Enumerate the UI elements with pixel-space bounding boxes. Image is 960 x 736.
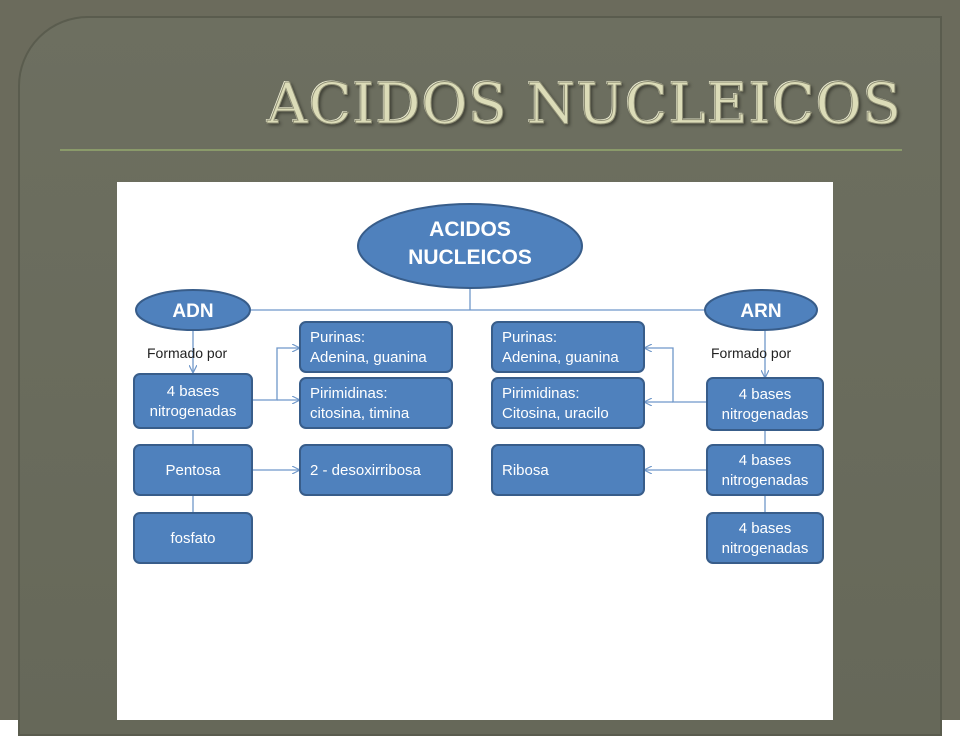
concept-map: ACIDOS NUCLEICOS ADN ARN Formado por For… xyxy=(133,203,824,564)
arn-bases3-box: 4 bases nitrogenadas xyxy=(706,512,824,564)
arn-sugar-box: Ribosa xyxy=(491,444,645,496)
arn-purinas-line1: Purinas: xyxy=(502,329,557,346)
adn-fosfato-box: fosfato xyxy=(133,512,253,564)
adn-pirimidinas-line1: Pirimidinas: xyxy=(310,385,388,402)
arn-pirimidinas-box: Pirimidinas: Citosina, uracilo xyxy=(491,377,645,429)
adn-purinas-line2: Adenina, guanina xyxy=(310,349,427,366)
arn-purinas-box: Purinas: Adenina, guanina xyxy=(491,321,645,373)
adn-sugar-box: 2 - desoxirribosa xyxy=(299,444,453,496)
adn-sugar-label: 2 - desoxirribosa xyxy=(310,462,422,479)
arn-bases2-line2: nitrogenadas xyxy=(722,472,809,489)
adn-purinas-box: Purinas: Adenina, guanina xyxy=(299,321,453,373)
arn-bases2-box: 4 bases nitrogenadas xyxy=(706,444,824,496)
adn-label: ADN xyxy=(172,301,213,322)
arn-pirimidinas-line2: Citosina, uracilo xyxy=(502,405,609,422)
arn-bases3-line2: nitrogenadas xyxy=(722,540,809,557)
adn-pentosa-label: Pentosa xyxy=(165,462,221,479)
slide-title: ACIDOS NUCLEICOS xyxy=(267,72,902,138)
adn-purinas-line1: Purinas: xyxy=(310,329,365,346)
title-divider xyxy=(60,149,902,151)
arn-purinas-line2: Adenina, guanina xyxy=(502,349,619,366)
arn-bases2-line1: 4 bases xyxy=(739,452,792,469)
adn-bases-to-purinas-arrow xyxy=(252,348,299,401)
arn-bases-to-purinas-arrow xyxy=(645,348,706,403)
arn-bases3-line1: 4 bases xyxy=(739,520,792,537)
diagram-canvas: ACIDOS NUCLEICOS ADN ARN Formado por For… xyxy=(117,182,833,720)
arn-formed-by-label: Formado por xyxy=(711,345,791,361)
adn-bases-box: 4 bases nitrogenadas xyxy=(133,373,253,429)
adn-pirimidinas-box: Pirimidinas: citosina, timina xyxy=(299,377,453,429)
arn-bases1-line1: 4 bases xyxy=(739,386,792,403)
adn-fosfato-label: fosfato xyxy=(170,530,215,547)
arn-node: ARN xyxy=(704,289,818,331)
adn-bases-line1: 4 bases xyxy=(167,383,220,400)
adn-pirimidinas-line2: citosina, timina xyxy=(310,405,410,422)
root-label-line1: ACIDOS xyxy=(429,218,511,241)
arn-pirimidinas-line1: Pirimidinas: xyxy=(502,385,580,402)
adn-bases-line2: nitrogenadas xyxy=(150,403,237,420)
arn-label: ARN xyxy=(740,301,781,322)
adn-formed-by-label: Formado por xyxy=(147,345,227,361)
root-label-line2: NUCLEICOS xyxy=(408,246,532,269)
adn-node: ADN xyxy=(135,289,251,331)
arn-bases1-box: 4 bases nitrogenadas xyxy=(706,377,824,431)
root-node: ACIDOS NUCLEICOS xyxy=(357,203,583,289)
connectors xyxy=(193,286,765,512)
adn-pentosa-box: Pentosa xyxy=(133,444,253,496)
arn-sugar-label: Ribosa xyxy=(502,462,549,479)
arn-bases1-line2: nitrogenadas xyxy=(722,406,809,423)
